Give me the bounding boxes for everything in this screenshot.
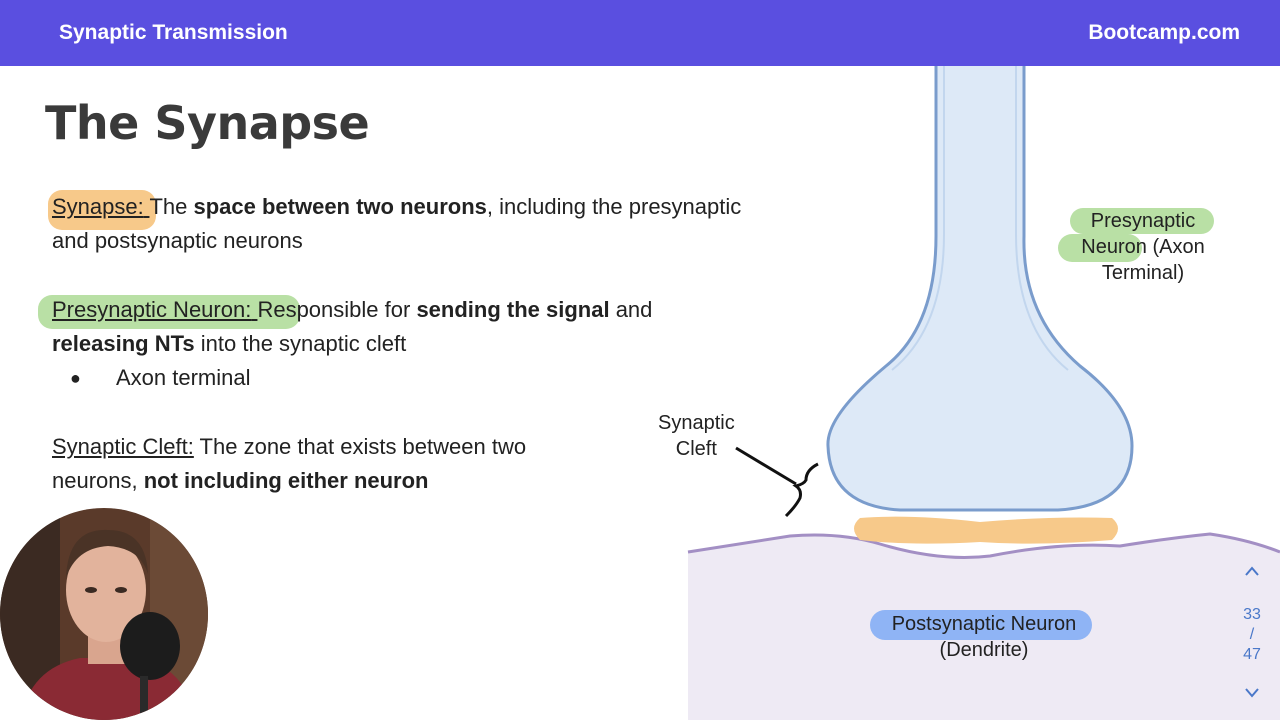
cleft-bold-1: not including either neuron [143, 468, 429, 493]
presenter-video-image [0, 508, 208, 720]
cleft-highlight [854, 516, 1118, 544]
synapse-text-2: , including the presynaptic and postsyna… [52, 194, 742, 253]
next-slide-button[interactable] [1232, 686, 1272, 704]
pre-label-neuron: Neuron [1081, 236, 1147, 258]
synapse-term-text: Synapse: [52, 194, 144, 219]
pre-label-highlight [1070, 208, 1214, 234]
cleft-pointer-line [735, 446, 797, 486]
pre-label-line: Neuron (Axon [1070, 234, 1216, 260]
synapse-text-1: The [149, 194, 194, 219]
pre-label-line: Terminal) [1101, 262, 1185, 284]
course-title: Synaptic Transmission [59, 21, 288, 44]
cleft-definition: Synaptic Cleft: The zone that exists bet… [52, 430, 612, 498]
post-label-line: Postsynaptic Neuron [891, 613, 1077, 635]
axon-inner-line [891, 66, 945, 371]
axon-membrane [826, 66, 1134, 512]
axon-terminal [827, 66, 1132, 510]
pre-label-axon: (Axon [1146, 236, 1205, 258]
slide-title: The Synapse [45, 96, 370, 150]
slide-counter: 33 / 47 [1232, 605, 1272, 665]
synapse-diagram: Synaptic Cleft Presynaptic Neuron (Axon … [650, 66, 1280, 720]
presynaptic-bold-1: sending the signal [416, 297, 610, 322]
synapse-illustration [687, 66, 1280, 720]
synapse-definition: Synapse: The space between two neurons, … [48, 190, 752, 258]
cleft-term: Synaptic Cleft: [52, 434, 194, 459]
presynaptic-definition: Presynaptic Neuron: Responsible for send… [38, 293, 752, 395]
presenter-webcam [0, 508, 208, 720]
post-label-line: (Dendrite) [939, 639, 1029, 661]
header-bar: Synaptic Transmission Bootcamp.com [0, 0, 1280, 66]
bullet-text: Axon terminal [116, 365, 251, 390]
prev-slide-button[interactable] [1232, 564, 1272, 582]
presynaptic-text-3: into the synaptic cleft [194, 331, 407, 356]
chevron-down-icon [1245, 688, 1259, 698]
cleft-label-line: Synaptic [658, 412, 735, 434]
brand-name[interactable]: Bootcamp.com [1088, 21, 1240, 44]
pre-label-line: Presynaptic [1090, 210, 1196, 232]
pre-label-highlight [1058, 234, 1142, 262]
axon-inner-line [1015, 66, 1069, 371]
postsynaptic-label: Postsynaptic Neuron (Dendrite) [874, 611, 1094, 663]
presynaptic-label: Presynaptic Neuron (Axon Terminal) [1070, 208, 1216, 286]
bullet-item: ● Axon terminal [70, 361, 752, 395]
dendrite-membrane [687, 532, 1280, 559]
synapse-term: Synapse: [48, 190, 156, 230]
presynaptic-term-text: Presynaptic Neuron: [52, 297, 252, 322]
post-label-highlight [870, 610, 1092, 640]
synapse-bold-1: space between two neurons [193, 194, 487, 219]
chevron-up-icon [1245, 566, 1259, 576]
presynaptic-text-2: and [609, 297, 653, 322]
bullet-dot-icon: ● [70, 368, 81, 388]
slide-counter-separator: / [1249, 626, 1255, 643]
cleft-brace [784, 462, 819, 518]
cleft-label: Synaptic Cleft [658, 410, 735, 462]
total-slide-count: 47 [1243, 646, 1261, 663]
cleft-text-1: The zone that exists between two neurons… [52, 434, 527, 493]
presynaptic-text-1: Responsible for [257, 297, 417, 322]
presynaptic-bold-2: releasing NTs [52, 331, 195, 356]
current-slide-number: 33 [1243, 606, 1261, 623]
cleft-label-line: Cleft [675, 438, 717, 460]
presynaptic-term: Presynaptic Neuron: [38, 295, 300, 329]
